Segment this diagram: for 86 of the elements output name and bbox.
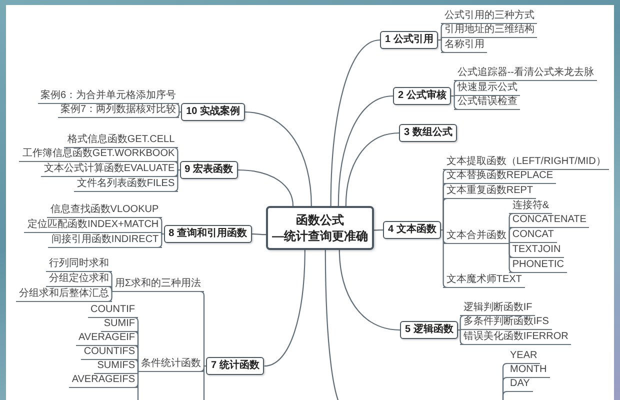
connector-line xyxy=(174,160,180,171)
connector-line xyxy=(158,216,164,235)
subtopic-text: AVERAGEIF xyxy=(76,332,138,346)
subtopic-text: SUMIF xyxy=(100,318,138,332)
connector-line xyxy=(330,39,380,206)
connector-line xyxy=(244,111,312,206)
topic-box: 4 文本函数 xyxy=(383,221,442,239)
subtopic-text: 案例6：为合并单元格添加序号 xyxy=(38,90,180,104)
connector-line xyxy=(108,270,112,292)
central-title: 函数公式 xyxy=(295,212,345,228)
connector-line xyxy=(508,226,514,244)
subtopic-text: 文本公式计算函数EVALUATE xyxy=(40,163,178,177)
connector-line xyxy=(203,365,206,400)
connector-line xyxy=(458,329,464,346)
subtopic-text: 文本重复函数REPT xyxy=(443,185,536,199)
topic-box: 7 统计函数 xyxy=(206,357,264,375)
subtopic-text: 公式错误检查 xyxy=(454,96,520,110)
connector-line xyxy=(338,95,394,206)
connector-line xyxy=(338,250,400,331)
subtopic-text: 文本提取函数（LEFT/RIGHT/MID） xyxy=(443,156,609,170)
topic-box: 8 查询和引用函数 xyxy=(164,225,252,243)
subtopic-text: 文件名列表函数FILES xyxy=(74,178,178,192)
connector-line xyxy=(174,169,180,192)
subtopic-text: TEXTJOIN xyxy=(509,244,564,258)
subtopic-text: 连接符& xyxy=(509,200,552,214)
topic-box: 2 公式审核 xyxy=(393,87,452,105)
connector-line xyxy=(374,229,383,231)
subtopic-text: COUNTIFS xyxy=(80,346,138,360)
subtopic-text: PHONETIC xyxy=(509,259,568,273)
subtopic-text: 信息查找函数VLOOKUP xyxy=(47,204,162,218)
connector-line xyxy=(175,102,182,113)
connector-line xyxy=(502,390,508,400)
subtopic-text: 引用地址的三维结构 xyxy=(441,24,538,38)
topic-box: 5 逻辑函数 xyxy=(400,321,458,339)
connector-line xyxy=(175,111,182,118)
subtopic-text: 格式信息函数GET.CELL xyxy=(64,134,178,148)
topic-box: 10 实战案例 xyxy=(181,103,245,121)
subtopic-text: 分组求和后整体汇总 xyxy=(16,288,112,302)
topic-box: 1 公式引用 xyxy=(380,31,438,49)
subtopic-text: 文本替换函数REPLACE xyxy=(443,170,556,184)
subtopic-text: CONCAT xyxy=(509,229,557,243)
connector-line xyxy=(451,80,458,97)
subtopic-text: 案例7：两列数据核对比较 xyxy=(58,104,180,118)
connector-line xyxy=(438,39,446,54)
connector-line xyxy=(158,233,164,248)
subtopic-text: CONCATENATE xyxy=(509,214,590,228)
connector-line xyxy=(200,290,206,367)
subtopic-text: YEAR xyxy=(507,350,540,364)
connector-line xyxy=(441,229,448,288)
connector-line xyxy=(134,358,139,372)
subtopic-text: SUMIFS xyxy=(94,360,138,374)
subtopic-text: 逻辑判断函数IF xyxy=(460,302,536,316)
connector-line xyxy=(458,314,464,331)
subtopic-text: MONTH xyxy=(507,364,550,378)
subtopic-text: 用Σ求和的三种用法 xyxy=(112,278,204,292)
subtopic-text: 工作簿信息函数GET.WORKBOOK xyxy=(19,148,178,162)
subtopic-text: 行列同时求和 xyxy=(46,258,112,272)
subtopic-text: 名称引用 xyxy=(441,39,488,53)
subtopic-text: 公式追踪器--看清公式来龙去脉 xyxy=(454,67,598,81)
connector-line xyxy=(441,198,448,231)
connector-line xyxy=(508,244,514,274)
subtopic-text: AVERAGEIFS xyxy=(68,374,138,388)
subtopic-text: 快速显示公式 xyxy=(454,82,520,96)
subtopic-text: 定位匹配函数INDEX+MATCH xyxy=(24,219,162,233)
subtopic-text: 公式引用的三种方式 xyxy=(441,10,538,24)
subtopic-text: 错误美化函数IFERROR xyxy=(460,331,572,345)
connector-line xyxy=(238,169,294,206)
subtopic-text: 间接引用函数INDIRECT xyxy=(48,234,162,248)
connector-line xyxy=(137,370,139,400)
subtopic-text: 分组定位求和 xyxy=(46,273,112,287)
topic-box: 3 数组公式 xyxy=(399,124,458,142)
central-subtitle: —统计查询更准确 xyxy=(271,228,369,244)
subtopic-text: 多条件判断函数IFS xyxy=(460,316,552,330)
connector-line xyxy=(345,132,400,206)
subtopic-text: DAY xyxy=(507,378,533,392)
subtopic-text: 文本魔术师TEXT xyxy=(443,274,525,288)
connector-line xyxy=(108,292,112,302)
subtopic-text: 条件统计函数 xyxy=(138,358,204,372)
central-topic-box xyxy=(266,206,374,250)
connector-line xyxy=(264,250,306,367)
subtopic-text: COUNTIF xyxy=(88,304,138,318)
connector-line xyxy=(451,95,458,110)
subtopic-text: 文本合并函数 xyxy=(443,230,510,244)
topic-box: 9 宏表函数 xyxy=(180,161,238,179)
connector-line xyxy=(252,233,266,236)
connector-line xyxy=(108,286,112,292)
